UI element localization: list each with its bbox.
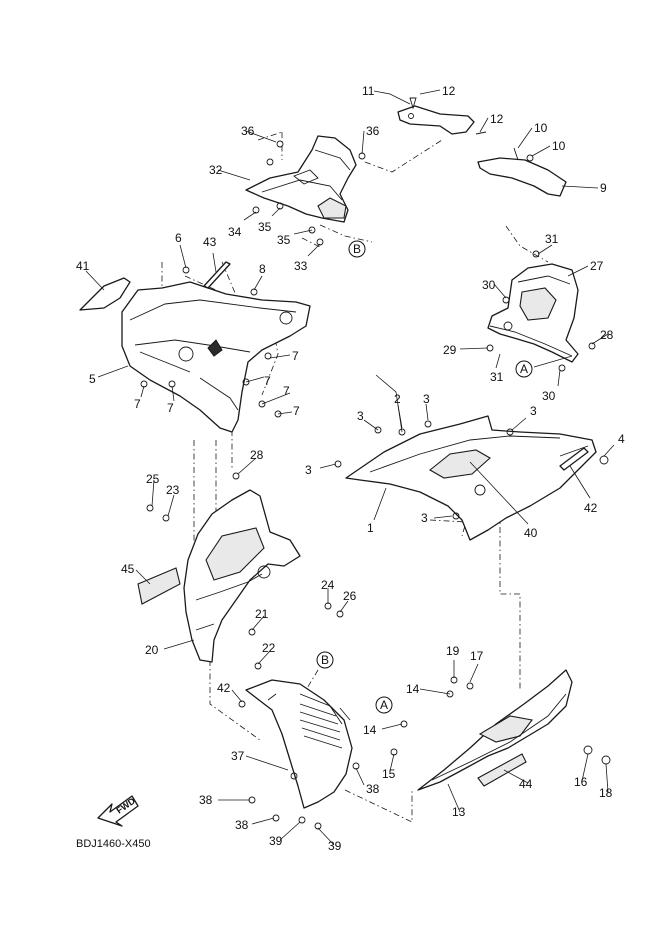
callout-1: 1 [367,521,374,535]
callout-3: 3 [421,511,428,525]
part-20-left-side-cowling[interactable] [183,489,301,663]
callout-38: 38 [199,793,213,807]
svg-text:A: A [380,698,388,712]
callout-19: 19 [446,644,460,658]
callout-18: 18 [599,786,613,800]
callout-39: 39 [269,834,283,848]
callout-10: 10 [552,139,566,153]
callout-14: 14 [363,723,377,737]
callout-3: 3 [357,409,364,423]
callout-23: 23 [166,483,180,497]
callout-12: 12 [442,84,456,98]
callout-28: 28 [250,448,264,462]
callout-20: 20 [145,643,159,657]
callout-26: 26 [343,589,357,603]
callout-3: 3 [423,392,430,406]
fasteners [140,97,611,830]
callout-27: 27 [590,259,604,273]
part-42-right-stripe[interactable] [559,447,589,471]
callout-42: 42 [217,681,231,695]
callout-31: 31 [490,370,504,384]
callout-7: 7 [167,401,174,415]
callout-43: 43 [203,235,217,249]
part-5-left-inner-panel[interactable] [121,281,311,433]
callout-45: 45 [121,562,135,576]
callout-35: 35 [258,220,272,234]
svg-text:A: A [520,362,528,376]
callout-32: 32 [209,163,223,177]
part-13-lower-cowling[interactable] [417,669,573,791]
part-44-lower-decal[interactable] [477,753,527,787]
callout-25: 25 [146,472,160,486]
part-41-left-cover-strip[interactable] [79,277,131,311]
callout-8: 8 [259,262,266,276]
callout-38: 38 [235,818,249,832]
part-43-left-trim-strip[interactable] [203,261,231,289]
callout-41: 41 [76,259,90,273]
fwd-arrow-icon: FWD [97,795,139,827]
part-37-lower-cover[interactable] [245,679,353,809]
ref-marker-a-bottom: A [375,696,393,714]
svg-text:B: B [321,653,329,667]
callout-4: 4 [618,432,625,446]
callout-42: 42 [584,501,598,515]
callout-3: 3 [530,404,537,418]
part-11-bracket[interactable] [397,105,475,135]
callout-24: 24 [321,578,335,592]
svg-text:B: B [353,242,361,256]
callout-22: 22 [262,641,276,655]
callout-7: 7 [293,404,300,418]
callout-30: 30 [542,389,556,403]
callout-36: 36 [366,124,380,138]
callout-34: 34 [228,225,242,239]
callout-15: 15 [382,767,396,781]
callout-11: 11 [362,84,375,98]
ref-marker-b-top: B [348,240,366,258]
part-27-inner-cover[interactable] [487,263,579,363]
callout-7: 7 [264,374,271,388]
callout-labels: 11 12 12 10 10 9 36 36 32 34 35 35 33 31… [76,84,625,853]
callout-7: 7 [283,384,290,398]
callout-38: 38 [366,782,380,796]
part-9-inner-panel[interactable] [477,157,567,197]
part-1-right-side-cowling[interactable] [345,415,597,541]
callout-10: 10 [534,121,548,135]
part-45-left-decal[interactable] [137,567,181,605]
callout-33: 33 [294,259,308,273]
callout-17: 17 [470,649,484,663]
callout-6: 6 [175,231,182,245]
part-32-upper-cowling[interactable] [245,135,357,223]
diagram-code: BDJ1460-X450 [76,838,151,850]
callout-13: 13 [452,805,466,819]
callout-31: 31 [545,232,559,246]
callout-2: 2 [394,392,401,406]
callout-29: 29 [443,343,457,357]
callout-16: 16 [574,775,588,789]
callout-21: 21 [255,607,269,621]
callout-7: 7 [134,397,141,411]
callout-36: 36 [241,124,255,138]
callout-30: 30 [482,278,496,292]
callout-37: 37 [231,749,245,763]
callout-28: 28 [600,328,614,342]
callout-35: 35 [277,233,291,247]
callout-9: 9 [600,181,607,195]
callout-39: 39 [328,839,342,853]
callout-7: 7 [292,349,299,363]
callout-14: 14 [406,682,420,696]
ref-marker-a-top: A [515,360,533,378]
callout-44: 44 [519,777,533,791]
callout-40: 40 [524,526,538,540]
ref-marker-b-bottom: B [316,651,334,669]
callout-5: 5 [89,372,96,386]
leader-lines [85,89,615,846]
callout-3: 3 [305,463,312,477]
callout-12: 12 [490,112,504,126]
